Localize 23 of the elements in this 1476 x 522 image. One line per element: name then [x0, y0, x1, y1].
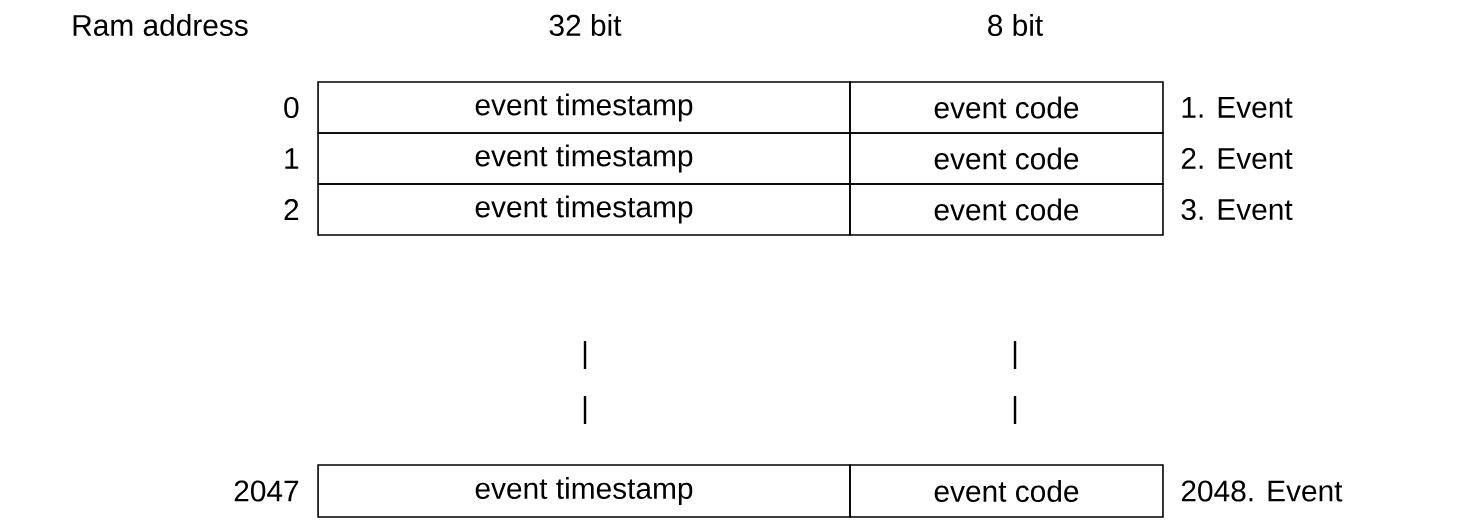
table-cell: event code: [849, 81, 1164, 134]
address-label: 2: [284, 199, 299, 220]
table-cell: event code: [849, 464, 1164, 518]
address-label: 1: [285, 148, 299, 169]
table-cell: event timestamp: [317, 464, 851, 518]
event-label: 2048. Event: [1181, 480, 1343, 502]
event-label: 3. Event: [1181, 198, 1293, 221]
column-header: 8 bit: [988, 14, 1043, 36]
event-label: 1. Event: [1182, 97, 1293, 118]
table-cell: event timestamp: [317, 81, 851, 134]
continuation-mark: |: [1013, 396, 1017, 424]
column-header: 32 bit: [549, 14, 622, 36]
column-header: Ram address: [73, 14, 248, 36]
address-label: 0: [284, 96, 299, 119]
table-cell: event timestamp: [317, 183, 851, 236]
continuation-mark: |: [583, 396, 587, 424]
event-label: 2. Event: [1181, 147, 1293, 170]
table-cell: event timestamp: [317, 132, 851, 185]
table-cell: event code: [849, 183, 1164, 236]
table-cell: event code: [849, 132, 1164, 185]
continuation-mark: |: [583, 341, 587, 369]
continuation-mark: |: [1013, 341, 1017, 369]
address-label: 2047: [234, 480, 299, 502]
